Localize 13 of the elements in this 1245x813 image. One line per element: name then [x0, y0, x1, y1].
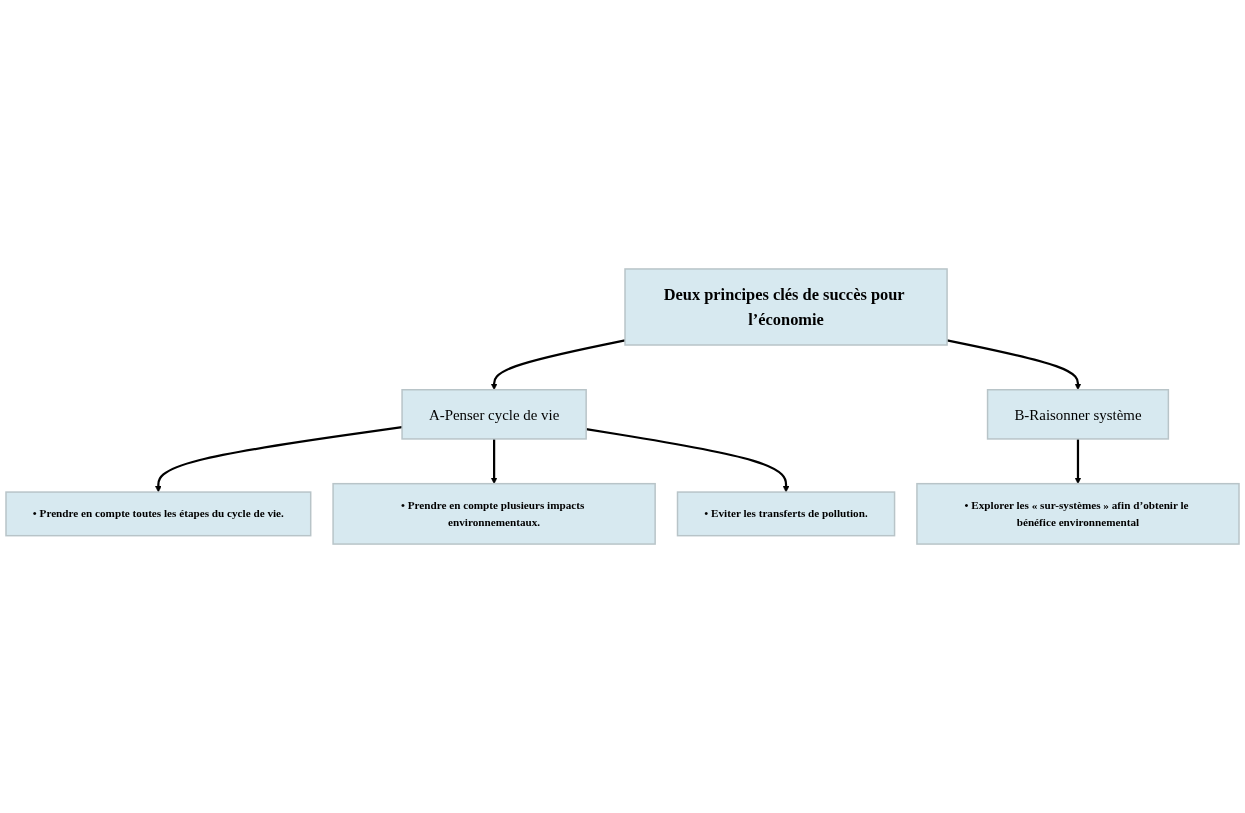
node-box: • Eviter les transferts de pollution. — [676, 491, 896, 537]
node-box: • Prendre en compte plusieurs impacts environnementaux. — [332, 482, 656, 545]
arrow — [946, 339, 1082, 390]
node-box: • Prendre en compte toutes les étapes du cycle de vie. — [5, 491, 312, 537]
arrow — [490, 438, 498, 484]
arrow — [490, 339, 626, 390]
node-box: A-Penser cycle de vie — [401, 389, 587, 440]
arrow — [586, 428, 790, 493]
node-box: • Explorer les « sur-systèmes » afin d’obtenir le bénéfice environnemental — [916, 482, 1240, 545]
node-box: Deux principes clés de succès pour l’économie — [624, 268, 948, 346]
node-box: B-Raisonner système — [986, 389, 1170, 440]
arrow — [155, 426, 403, 493]
arrow — [1074, 438, 1082, 484]
